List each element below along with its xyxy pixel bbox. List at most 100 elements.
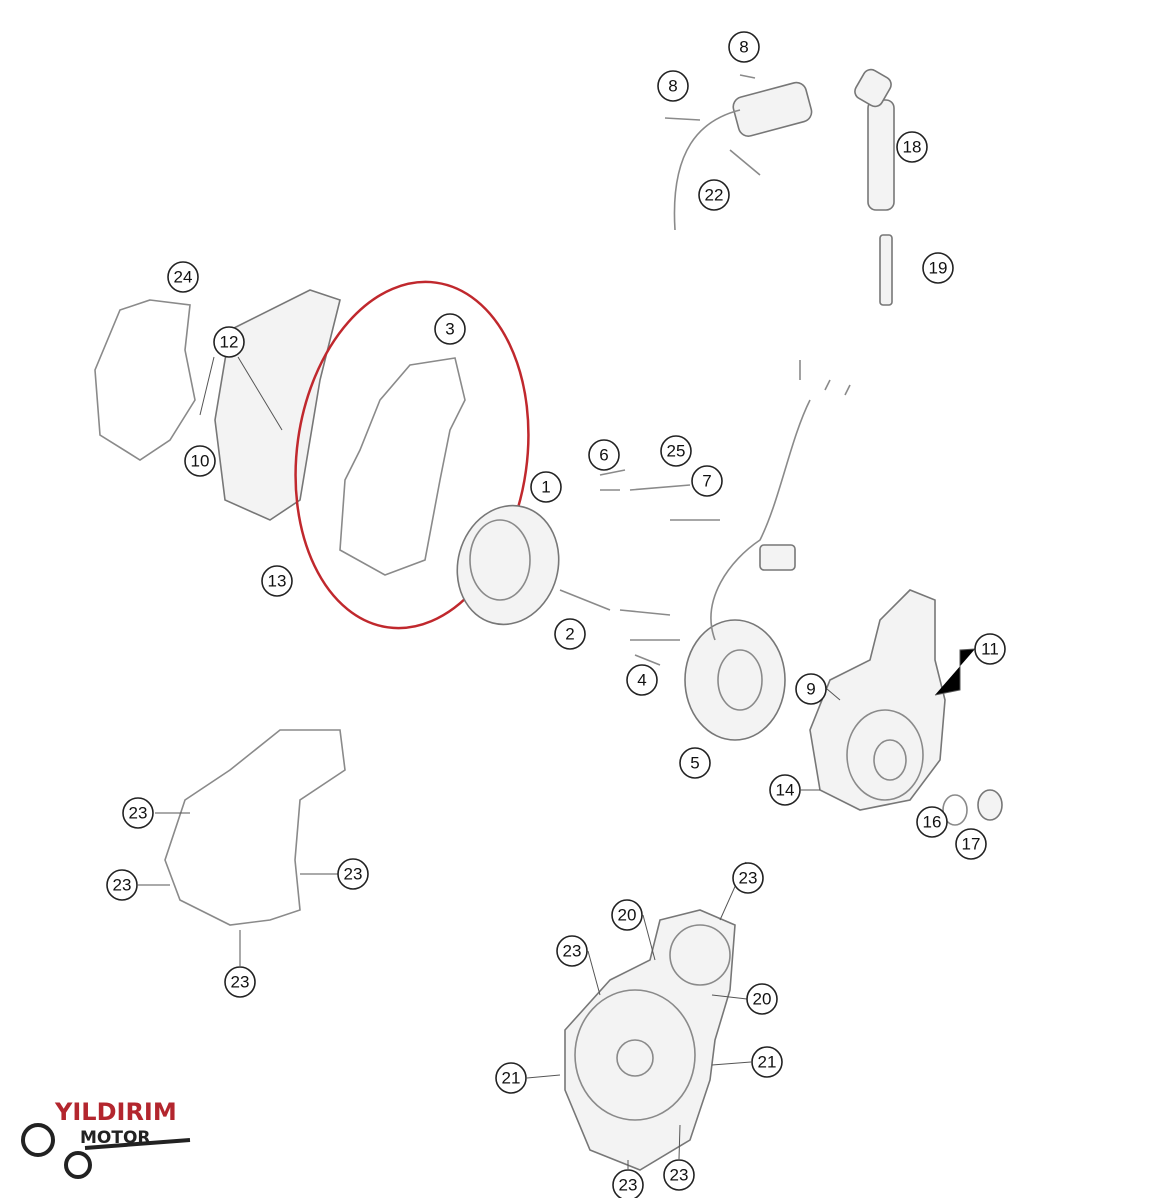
spark-plug [879, 234, 893, 306]
logo-text-line1: YILDIRIM [54, 1098, 177, 1126]
callout-circle [495, 1062, 527, 1094]
callout-circle [955, 828, 987, 860]
callout-number: 7 [702, 472, 711, 491]
callout-number: 5 [690, 754, 699, 773]
callout-circle [530, 471, 562, 503]
callout-circle [434, 313, 466, 345]
highlight-ellipse [294, 280, 530, 630]
callout-number: 20 [618, 906, 637, 925]
callout-circle [213, 326, 245, 358]
callout-number: 4 [637, 671, 646, 690]
callout-23: 23 [106, 869, 138, 901]
callout-circle [728, 31, 760, 63]
callout-number: 24 [174, 268, 193, 287]
callout-number: 25 [667, 442, 686, 461]
callout-circle [588, 439, 620, 471]
callout-number: 11 [981, 640, 999, 659]
callout-circle [691, 465, 723, 497]
callout-4: 4 [626, 664, 658, 696]
callout-circle [922, 252, 954, 284]
callout-circle [916, 806, 948, 838]
callout-6: 6 [588, 439, 620, 471]
callout-number: 23 [113, 876, 132, 895]
callout-23: 23 [556, 935, 588, 967]
callout-14: 14 [769, 774, 801, 806]
callout-number: 13 [268, 572, 287, 591]
callout-number: 16 [923, 813, 942, 832]
callout-circle [751, 1046, 783, 1078]
gasket-24 [94, 299, 196, 461]
leader-lines [138, 356, 976, 1169]
callout-number: 19 [929, 259, 948, 278]
callout-number: 17 [962, 835, 981, 854]
callout-circle [122, 797, 154, 829]
callout-21: 21 [751, 1046, 783, 1078]
callout-number: 21 [502, 1069, 521, 1088]
callout-number: 2 [565, 625, 574, 644]
callout-circle [554, 618, 586, 650]
logo-text-line2: MOTOR [80, 1128, 151, 1148]
callout-number: 10 [191, 452, 210, 471]
callout-circle [261, 565, 293, 597]
gasket-3 [339, 357, 466, 576]
callout-number: 14 [776, 781, 795, 800]
callout-1: 1 [530, 471, 562, 503]
callout-22: 22 [698, 179, 730, 211]
spark-plug-cap [854, 68, 895, 211]
ignition-coil [664, 74, 813, 231]
callout-2: 2 [554, 618, 586, 650]
callout-8: 8 [728, 31, 760, 63]
callout-17: 17 [955, 828, 987, 860]
cover-gasket-23 [164, 729, 346, 926]
callout-circle [337, 858, 369, 890]
callout-24: 24 [167, 261, 199, 293]
callout-23: 23 [732, 862, 764, 894]
callout-16: 16 [916, 806, 948, 838]
callout-circle [556, 935, 588, 967]
callout-number: 12 [220, 333, 239, 352]
callout-circle [698, 179, 730, 211]
callout-12: 12 [213, 326, 245, 358]
callout-number: 3 [445, 320, 454, 339]
callout-21: 21 [495, 1062, 527, 1094]
callout-23: 23 [663, 1159, 695, 1191]
callout-circle [611, 899, 643, 931]
callout-11: 11 [974, 633, 1006, 665]
callout-number: 22 [705, 186, 724, 205]
callout-number: 23 [231, 973, 250, 992]
bolts [559, 469, 720, 666]
generator-cover [809, 589, 1003, 826]
callout-number: 1 [541, 478, 550, 497]
callout-23: 23 [337, 858, 369, 890]
callout-20: 20 [611, 899, 643, 931]
flywheel-1 [456, 504, 560, 626]
callout-23: 23 [224, 966, 256, 998]
callout-circle [184, 445, 216, 477]
callout-number: 8 [739, 38, 748, 57]
callout-number: 23 [670, 1166, 689, 1185]
generator-cover-lower [564, 909, 736, 1171]
callout-19: 19 [922, 252, 954, 284]
callout-number: 23 [739, 869, 758, 888]
callout-circle [626, 664, 658, 696]
callout-18: 18 [896, 131, 928, 163]
callout-circle [746, 983, 778, 1015]
callout-23: 23 [122, 797, 154, 829]
callout-number: 23 [619, 1176, 638, 1195]
callout-circle [679, 747, 711, 779]
callout-number: 20 [753, 990, 772, 1009]
callout-circle [795, 673, 827, 705]
callout-number: 6 [599, 446, 608, 465]
stator-5 [684, 360, 851, 741]
callout-10: 10 [184, 445, 216, 477]
callout-7: 7 [691, 465, 723, 497]
callout-25: 25 [660, 435, 692, 467]
callout-20: 20 [746, 983, 778, 1015]
callout-number: 8 [668, 77, 677, 96]
callout-number: 21 [758, 1053, 777, 1072]
yildirim-motor-logo: YILDIRIM MOTOR [21, 1098, 191, 1179]
callout-circle [167, 261, 199, 293]
callout-number: 18 [903, 138, 922, 157]
